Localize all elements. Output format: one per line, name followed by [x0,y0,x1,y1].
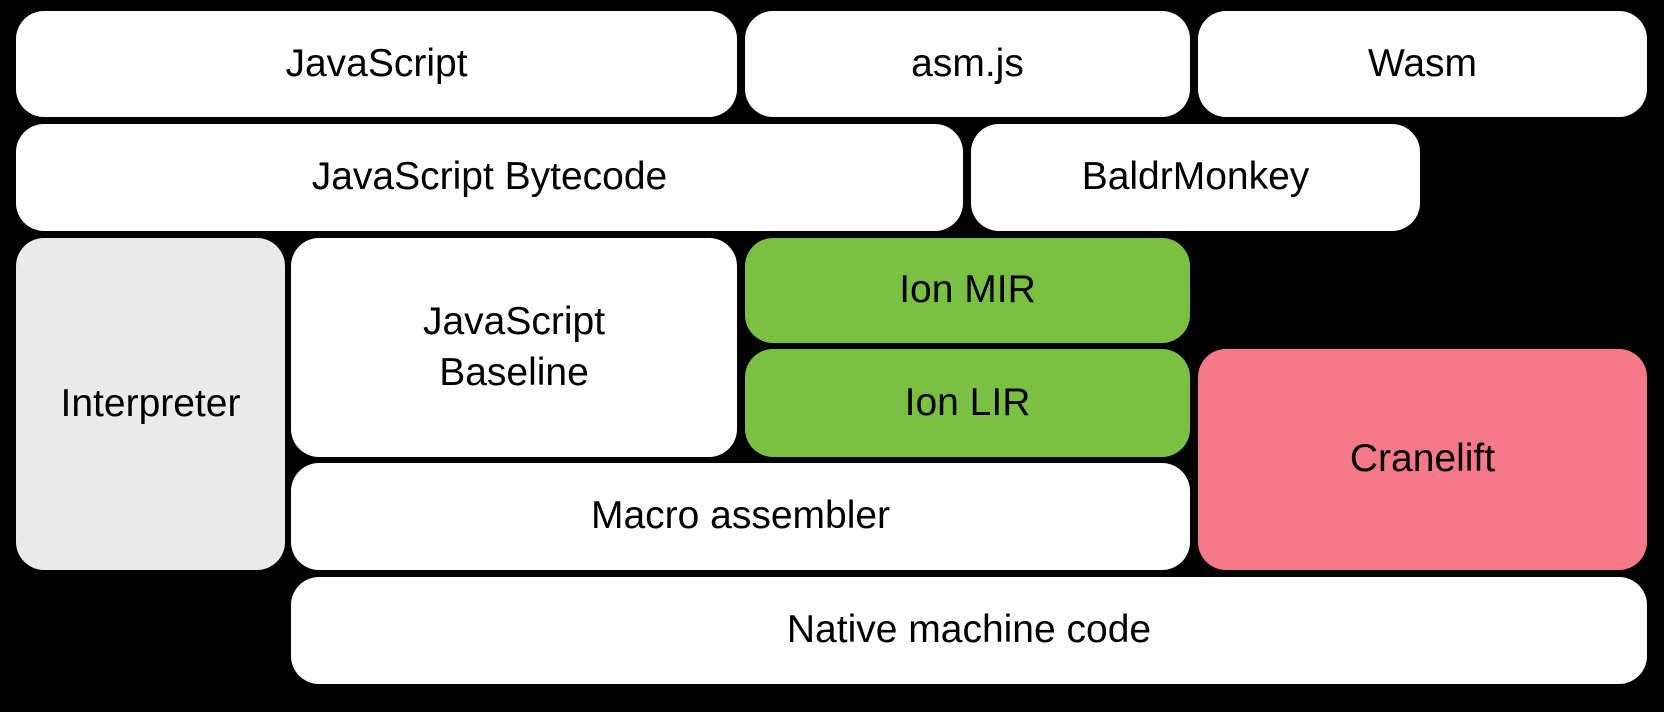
box-javascript-label: JavaScript [285,41,468,85]
box-asmjs-label: asm.js [911,41,1024,85]
box-asmjs: asm.js [745,11,1190,117]
box-ion-lir-label: Ion LIR [904,380,1031,424]
box-ion-mir: Ion MIR [745,238,1190,343]
box-interpreter-label: Interpreter [60,381,241,425]
box-wasm-label: Wasm [1367,41,1478,85]
box-javascript-baseline: JavaScript Baseline [291,238,737,457]
box-javascript-bytecode-label: JavaScript Bytecode [311,155,668,199]
box-javascript-bytecode: JavaScript Bytecode [16,124,963,231]
box-interpreter: Interpreter [16,238,285,570]
box-ion-mir-label: Ion MIR [899,268,1036,312]
box-cranelift: Cranelift [1198,349,1647,570]
box-macro-assembler: Macro assembler [291,463,1190,570]
box-wasm: Wasm [1198,11,1647,117]
box-cranelift-label: Cranelift [1349,437,1496,481]
box-javascript-baseline-label: JavaScript Baseline [422,299,606,394]
box-baldrmonkey-label: BaldrMonkey [1081,155,1310,199]
box-ion-lir: Ion LIR [745,349,1190,457]
box-native-machine-code-label: Native machine code [786,608,1152,652]
box-javascript: JavaScript [16,11,737,117]
box-macro-assembler-label: Macro assembler [590,494,891,538]
box-native-machine-code: Native machine code [291,577,1647,684]
box-baldrmonkey: BaldrMonkey [971,124,1420,231]
